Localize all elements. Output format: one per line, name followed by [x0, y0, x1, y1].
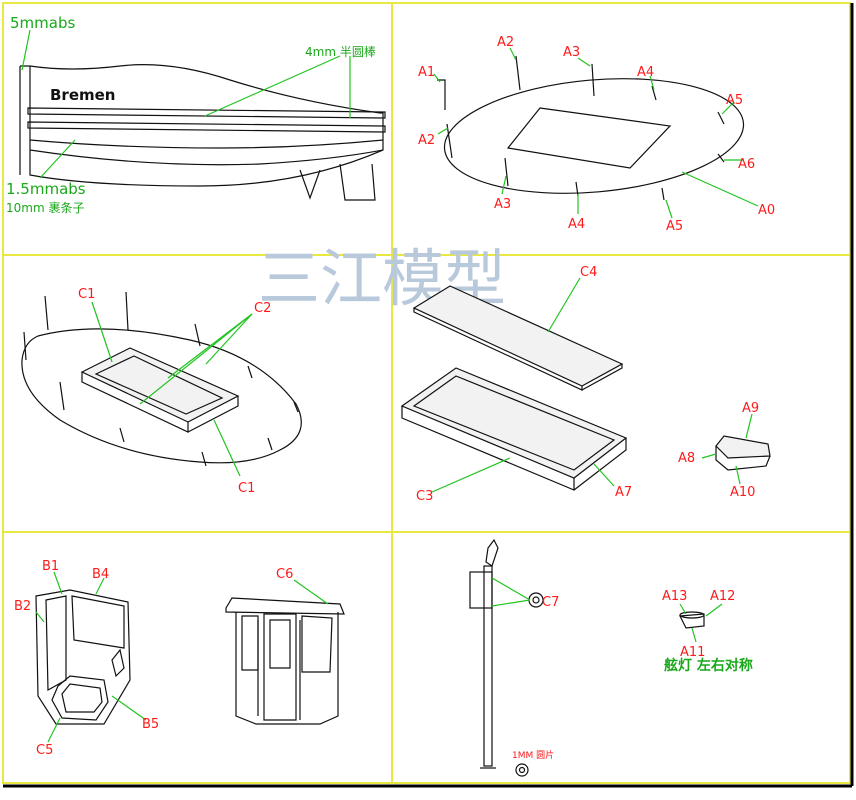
lamp-note: 舷灯 左右对称 [664, 657, 753, 674]
label-b2: B2 [14, 599, 31, 614]
label-5mmabs: 5mmabs [10, 14, 75, 32]
label-1mm: 1MM 圆片 [512, 749, 554, 761]
label-b5: B5 [142, 717, 159, 732]
label-a5-bottom: A5 [666, 219, 683, 234]
label-b1: B1 [42, 559, 59, 574]
label-a2-top: A2 [497, 35, 514, 50]
label-a9: A9 [742, 401, 759, 416]
panel-hull: Bremen 5mmabs 4mm 半圆棒 1.5mmabs 10mm 裹条子 [6, 14, 386, 215]
label-c4: C4 [580, 265, 597, 280]
label-10mm: 10mm 裹条子 [6, 200, 84, 215]
label-c7: C7 [542, 595, 559, 610]
panel-grid [2, 2, 854, 788]
mast-drawing [469, 538, 705, 777]
panel-deck2: C1 C2 C1 [21, 287, 302, 496]
label-a12: A12 [710, 589, 735, 604]
label-a3-top: A3 [563, 45, 580, 60]
label-a5-top: A5 [726, 93, 743, 108]
label-a1: A1 [418, 65, 435, 80]
label-b4: B4 [92, 567, 109, 582]
label-a4-bottom: A4 [568, 217, 585, 232]
label-a7: A7 [615, 485, 632, 500]
label-c2: C2 [254, 301, 271, 316]
label-a2-left: A2 [418, 133, 435, 148]
label-a8: A8 [678, 451, 695, 466]
label-c1-bottom: C1 [238, 481, 255, 496]
cabin-open-drawing [35, 589, 131, 725]
panel-mast: C7 A13 A12 A11 1MM 圆片 舷灯 左右对称 [469, 538, 753, 777]
label-a6: A6 [738, 157, 755, 172]
label-a11: A11 [680, 645, 705, 660]
label-4mm: 4mm 半圆棒 [305, 45, 376, 59]
boat-name: Bremen [50, 86, 116, 104]
label-c3: C3 [416, 489, 433, 504]
label-c6: C6 [276, 567, 293, 582]
label-a4-top: A4 [637, 65, 654, 80]
label-a10: A10 [730, 485, 755, 500]
hull-drawing: Bremen [19, 64, 386, 201]
deck2-stanchions [23, 291, 299, 467]
panel-deck: A1 A2 A3 A4 A5 A2 A3 A4 A5 A6 A0 [418, 35, 775, 234]
label-a13: A13 [662, 589, 687, 604]
panel-hatch: C4 C3 A7 A9 A8 A10 [400, 265, 771, 504]
label-15mmabs: 1.5mmabs [6, 180, 86, 198]
label-c5: C5 [36, 743, 53, 758]
cabin-closed-drawing [225, 597, 345, 725]
label-a0: A0 [758, 203, 775, 218]
panel-cabin: B1 B4 B2 B5 C5 C6 [14, 559, 345, 758]
label-a3-bottom: A3 [494, 197, 511, 212]
label-c1-top: C1 [78, 287, 95, 302]
deck-stanchions [437, 55, 725, 201]
